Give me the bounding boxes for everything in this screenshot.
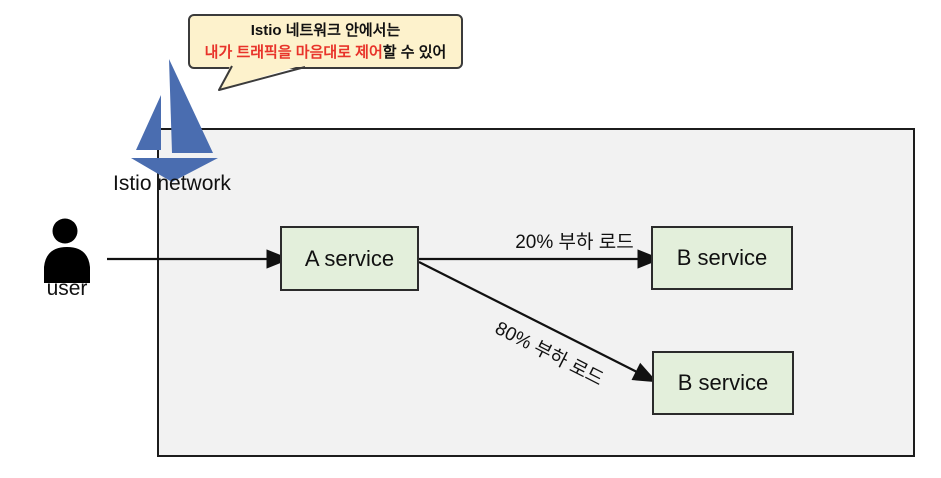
speech-bubble-text: Istio 네트워크 안에서는 내가 트래픽을 마음대로 제어할 수 있어 — [189, 17, 462, 67]
speech-bubble-line2-rest: 할 수 있어 — [382, 44, 447, 61]
arrow-a-to-b-bottom — [418, 261, 658, 383]
istio-network-boundary — [157, 128, 915, 457]
istio-network-label: Istio network — [113, 172, 231, 195]
b-service-node-bottom: B service — [652, 351, 794, 415]
istio-logo-icon — [131, 59, 218, 182]
a-service-node: A service — [280, 226, 419, 291]
edge-label-20-percent: 20% 부하 로드 — [515, 232, 634, 253]
speech-bubble — [188, 14, 463, 91]
b-service-node-top: B service — [651, 226, 793, 290]
user-icon — [44, 218, 90, 283]
speech-bubble-line1: Istio 네트워크 안에서는 — [250, 22, 401, 39]
speech-bubble-line2-red: 내가 트래픽을 마음대로 제어 — [204, 44, 383, 61]
user-label: user — [46, 277, 88, 300]
speech-bubble-line2: 내가 트래픽을 마음대로 제어할 수 있어 — [205, 42, 447, 64]
